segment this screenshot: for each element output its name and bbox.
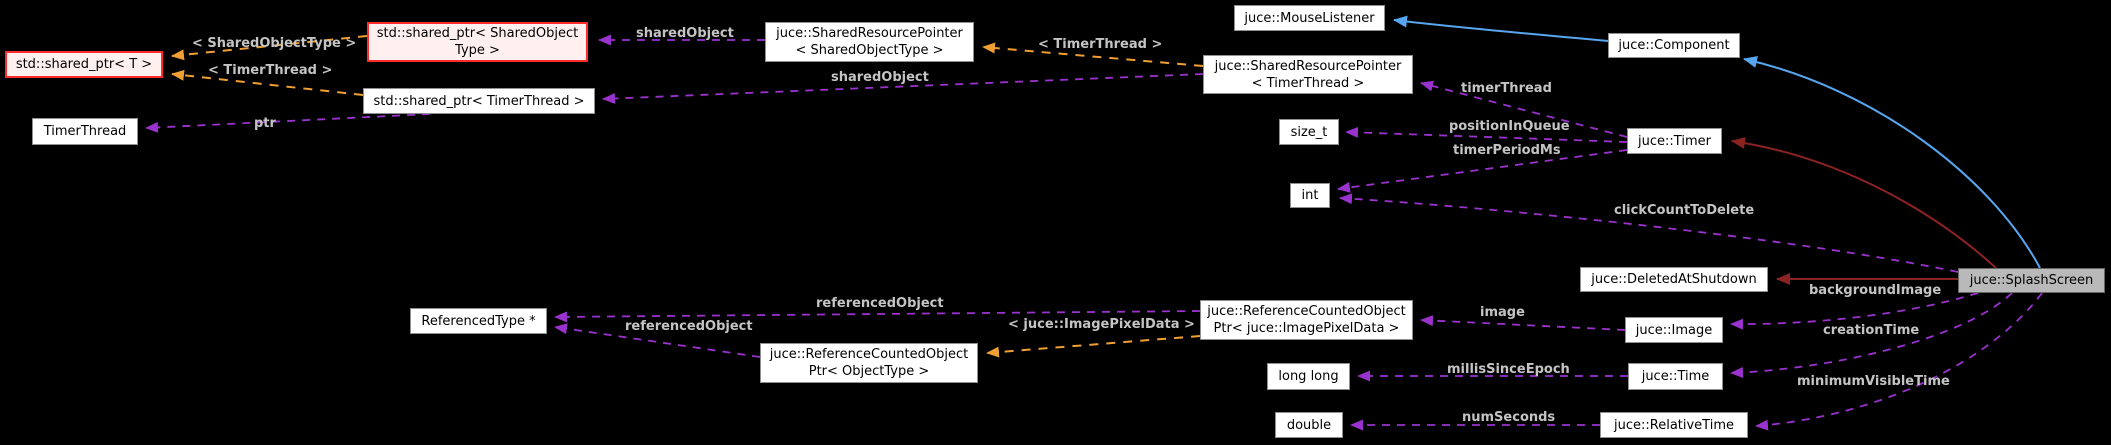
node-label-line2: Type >	[455, 43, 500, 58]
edge-label-sharedobject-2: sharedObject	[831, 70, 929, 85]
node-label: std::shared_ptr< TimerThread >	[373, 93, 585, 109]
edge-referencedobject-2	[554, 323, 761, 358]
node-int[interactable]: int	[1290, 183, 1330, 208]
node-label: size_t	[1290, 124, 1328, 140]
node-label-line1: juce::SharedResourcePointer	[1214, 58, 1402, 74]
node-mouselistener[interactable]: juce::MouseListener	[1234, 5, 1385, 31]
edge-timerthread	[1420, 80, 1628, 138]
node-label-line2: < SharedObjectType >	[795, 43, 944, 58]
edge-label-referencedobject-1: referencedObject	[816, 296, 944, 311]
edge-label-millissinceepoch: millisSinceEpoch	[1447, 362, 1570, 377]
node-timer[interactable]: juce::Timer	[1627, 128, 1722, 154]
edge-sharedobject-2	[602, 73, 1204, 104]
edge-minimumvisibletime	[1755, 292, 2043, 431]
edge-label-timerperiodms: timerPeriodMs	[1453, 143, 1561, 158]
edge-image	[1420, 315, 1626, 331]
edge-referencedobject-1	[554, 310, 1201, 323]
node-splashscreen-current: juce::SplashScreen	[1958, 268, 2105, 293]
edge-label-template-timerthread-1: < TimerThread >	[208, 63, 333, 78]
node-timerthread[interactable]: TimerThread	[32, 118, 138, 145]
edge-inherit-component-mouselistener	[1393, 15, 1609, 42]
edge-label-creationtime: creationTime	[1823, 323, 1920, 338]
node-label: juce::SplashScreen	[1969, 273, 2094, 288]
edge-clickcounttodelete	[1339, 193, 1959, 273]
edge-label-positioninqueue: positionInQueue	[1449, 119, 1570, 134]
edge-template-timerthread-2	[982, 42, 1204, 67]
edge-label-minimumvisibletime: minimumVisibleTime	[1797, 374, 1950, 389]
edge-label-template-imagepixeldata: < juce::ImagePixelData >	[1008, 317, 1195, 332]
node-label: int	[1301, 188, 1319, 203]
node-label-line2: < TimerThread >	[1251, 75, 1365, 91]
edge-label-referencedobject-2: referencedObject	[625, 319, 753, 334]
edge-label-timerthread: timerThread	[1461, 81, 1552, 96]
node-label-line1: juce::ReferenceCountedObject	[769, 347, 969, 362]
node-label: juce::Image	[1635, 322, 1713, 338]
edge-template-timerthread-1	[171, 69, 364, 96]
edge-template-imagepixeldata	[986, 335, 1201, 358]
edge-creationtime	[1730, 292, 2013, 379]
node-std-shared-ptr-t[interactable]: std::shared_ptr< T >	[5, 51, 163, 78]
node-relativetime[interactable]: juce::RelativeTime	[1600, 412, 1748, 438]
node-label-line1: juce::ReferenceCountedObject	[1207, 304, 1406, 319]
node-label: juce::RelativeTime	[1614, 417, 1734, 433]
node-label-line2: Ptr< juce::ImagePixelData >	[1213, 321, 1400, 336]
node-label: juce::DeletedAtShutdown	[1591, 272, 1757, 287]
node-image[interactable]: juce::Image	[1625, 317, 1723, 343]
node-label: long long	[1278, 369, 1339, 384]
edge-label-backgroundimage: backgroundImage	[1809, 283, 1942, 298]
node-deletedatshutdown[interactable]: juce::DeletedAtShutdown	[1580, 267, 1768, 292]
node-label: double	[1286, 417, 1332, 433]
node-time[interactable]: juce::Time	[1628, 363, 1723, 390]
node-label-line1: std::shared_ptr< SharedObject	[376, 26, 579, 41]
node-label: ReferencedType *	[421, 313, 536, 329]
edge-label-clickcounttodelete: clickCountToDelete	[1614, 203, 1755, 218]
edge-label-sharedobject-1: sharedObject	[636, 26, 734, 41]
edge-inherit-splashscreen-timer	[1731, 137, 1997, 269]
node-label-line2: Ptr< ObjectType >	[808, 364, 930, 379]
node-size-t[interactable]: size_t	[1279, 119, 1339, 145]
node-label: std::shared_ptr< T >	[15, 57, 153, 72]
edge-label-template-timerthread-2: < TimerThread >	[1038, 37, 1163, 52]
edge-ptr	[145, 113, 431, 133]
node-long-long[interactable]: long long	[1267, 363, 1350, 390]
edge-inherit-splashscreen-component	[1743, 56, 2041, 269]
node-component[interactable]: juce::Component	[1608, 33, 1740, 58]
edge-label-numseconds: numSeconds	[1462, 410, 1556, 425]
node-sharedresourcepointer-timerthread[interactable]: juce::SharedResourcePointer< TimerThread…	[1203, 55, 1413, 94]
edge-label-template-sharedobjecttype: < SharedObjectType >	[192, 36, 357, 51]
node-label: TimerThread	[43, 124, 127, 139]
node-label: juce::Time	[1641, 369, 1710, 384]
node-label: juce::Component	[1618, 38, 1730, 53]
node-label-line1: juce::SharedResourcePointer	[776, 26, 963, 41]
edge-label-image: image	[1480, 305, 1525, 320]
edge-label-ptr: ptr	[254, 116, 276, 131]
edge-positioninqueue	[1345, 126, 1628, 143]
edge-backgroundimage	[1730, 292, 1979, 330]
node-referencedtype[interactable]: ReferencedType *	[410, 308, 547, 334]
node-sharedresourcepointer-sharedobjecttype[interactable]: juce::SharedResourcePointer< SharedObjec…	[765, 22, 974, 62]
node-label: juce::MouseListener	[1244, 10, 1375, 26]
node-std-shared-ptr-timerthread[interactable]: std::shared_ptr< TimerThread >	[363, 88, 595, 114]
node-double[interactable]: double	[1275, 412, 1343, 438]
node-label: juce::Timer	[1638, 133, 1711, 149]
edge-timerperiodms	[1337, 149, 1628, 193]
